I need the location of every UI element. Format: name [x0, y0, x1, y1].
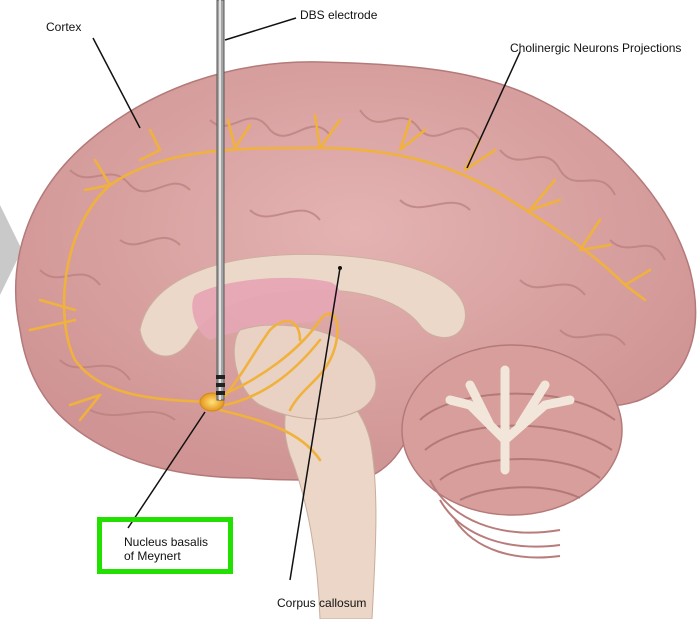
label-nucleus-basalis: Nucleus basalis of Meynert [124, 535, 208, 563]
highlight-box [97, 517, 233, 574]
deep-structures [233, 324, 377, 420]
label-cholinergic-projections: Cholinergic Neurons Projections [510, 41, 682, 55]
cerebellum [401, 344, 623, 516]
cholinergic-projections [28, 113, 652, 462]
edge-marker [0, 205, 22, 295]
pons-folds [429, 479, 561, 559]
dbs-electrode [216, 0, 225, 401]
label-corpus-callosum: Corpus callosum [277, 596, 367, 610]
label-dbs-electrode: DBS electrode [300, 8, 378, 22]
corpus-callosum-pointer [338, 266, 342, 270]
label-cortex: Cortex [46, 20, 82, 34]
label-nucleus-line2: of Meynert [124, 549, 181, 563]
ventricle-shape [192, 277, 341, 340]
leader-lines [92, 17, 521, 581]
label-nucleus-line1: Nucleus basalis [124, 535, 209, 549]
